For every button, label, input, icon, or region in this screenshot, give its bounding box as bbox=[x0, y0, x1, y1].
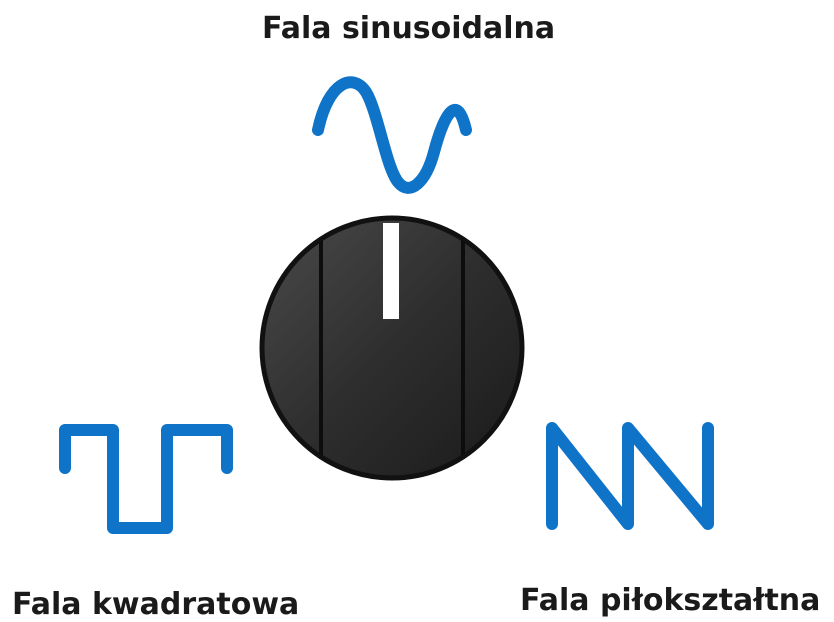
sawtooth-wave-icon bbox=[546, 422, 714, 530]
knob-indicator bbox=[383, 223, 399, 319]
sawtooth-wave-label: Fala piłokształtna bbox=[520, 583, 821, 618]
knob-body bbox=[259, 215, 525, 481]
sine-wave-label: Fala sinusoidalna bbox=[262, 11, 556, 46]
waveform-selector-knob[interactable] bbox=[257, 213, 527, 483]
square-wave-label: Fala kwadratowa bbox=[12, 587, 300, 622]
square-wave-icon bbox=[59, 424, 233, 534]
sine-wave-icon bbox=[312, 76, 472, 194]
